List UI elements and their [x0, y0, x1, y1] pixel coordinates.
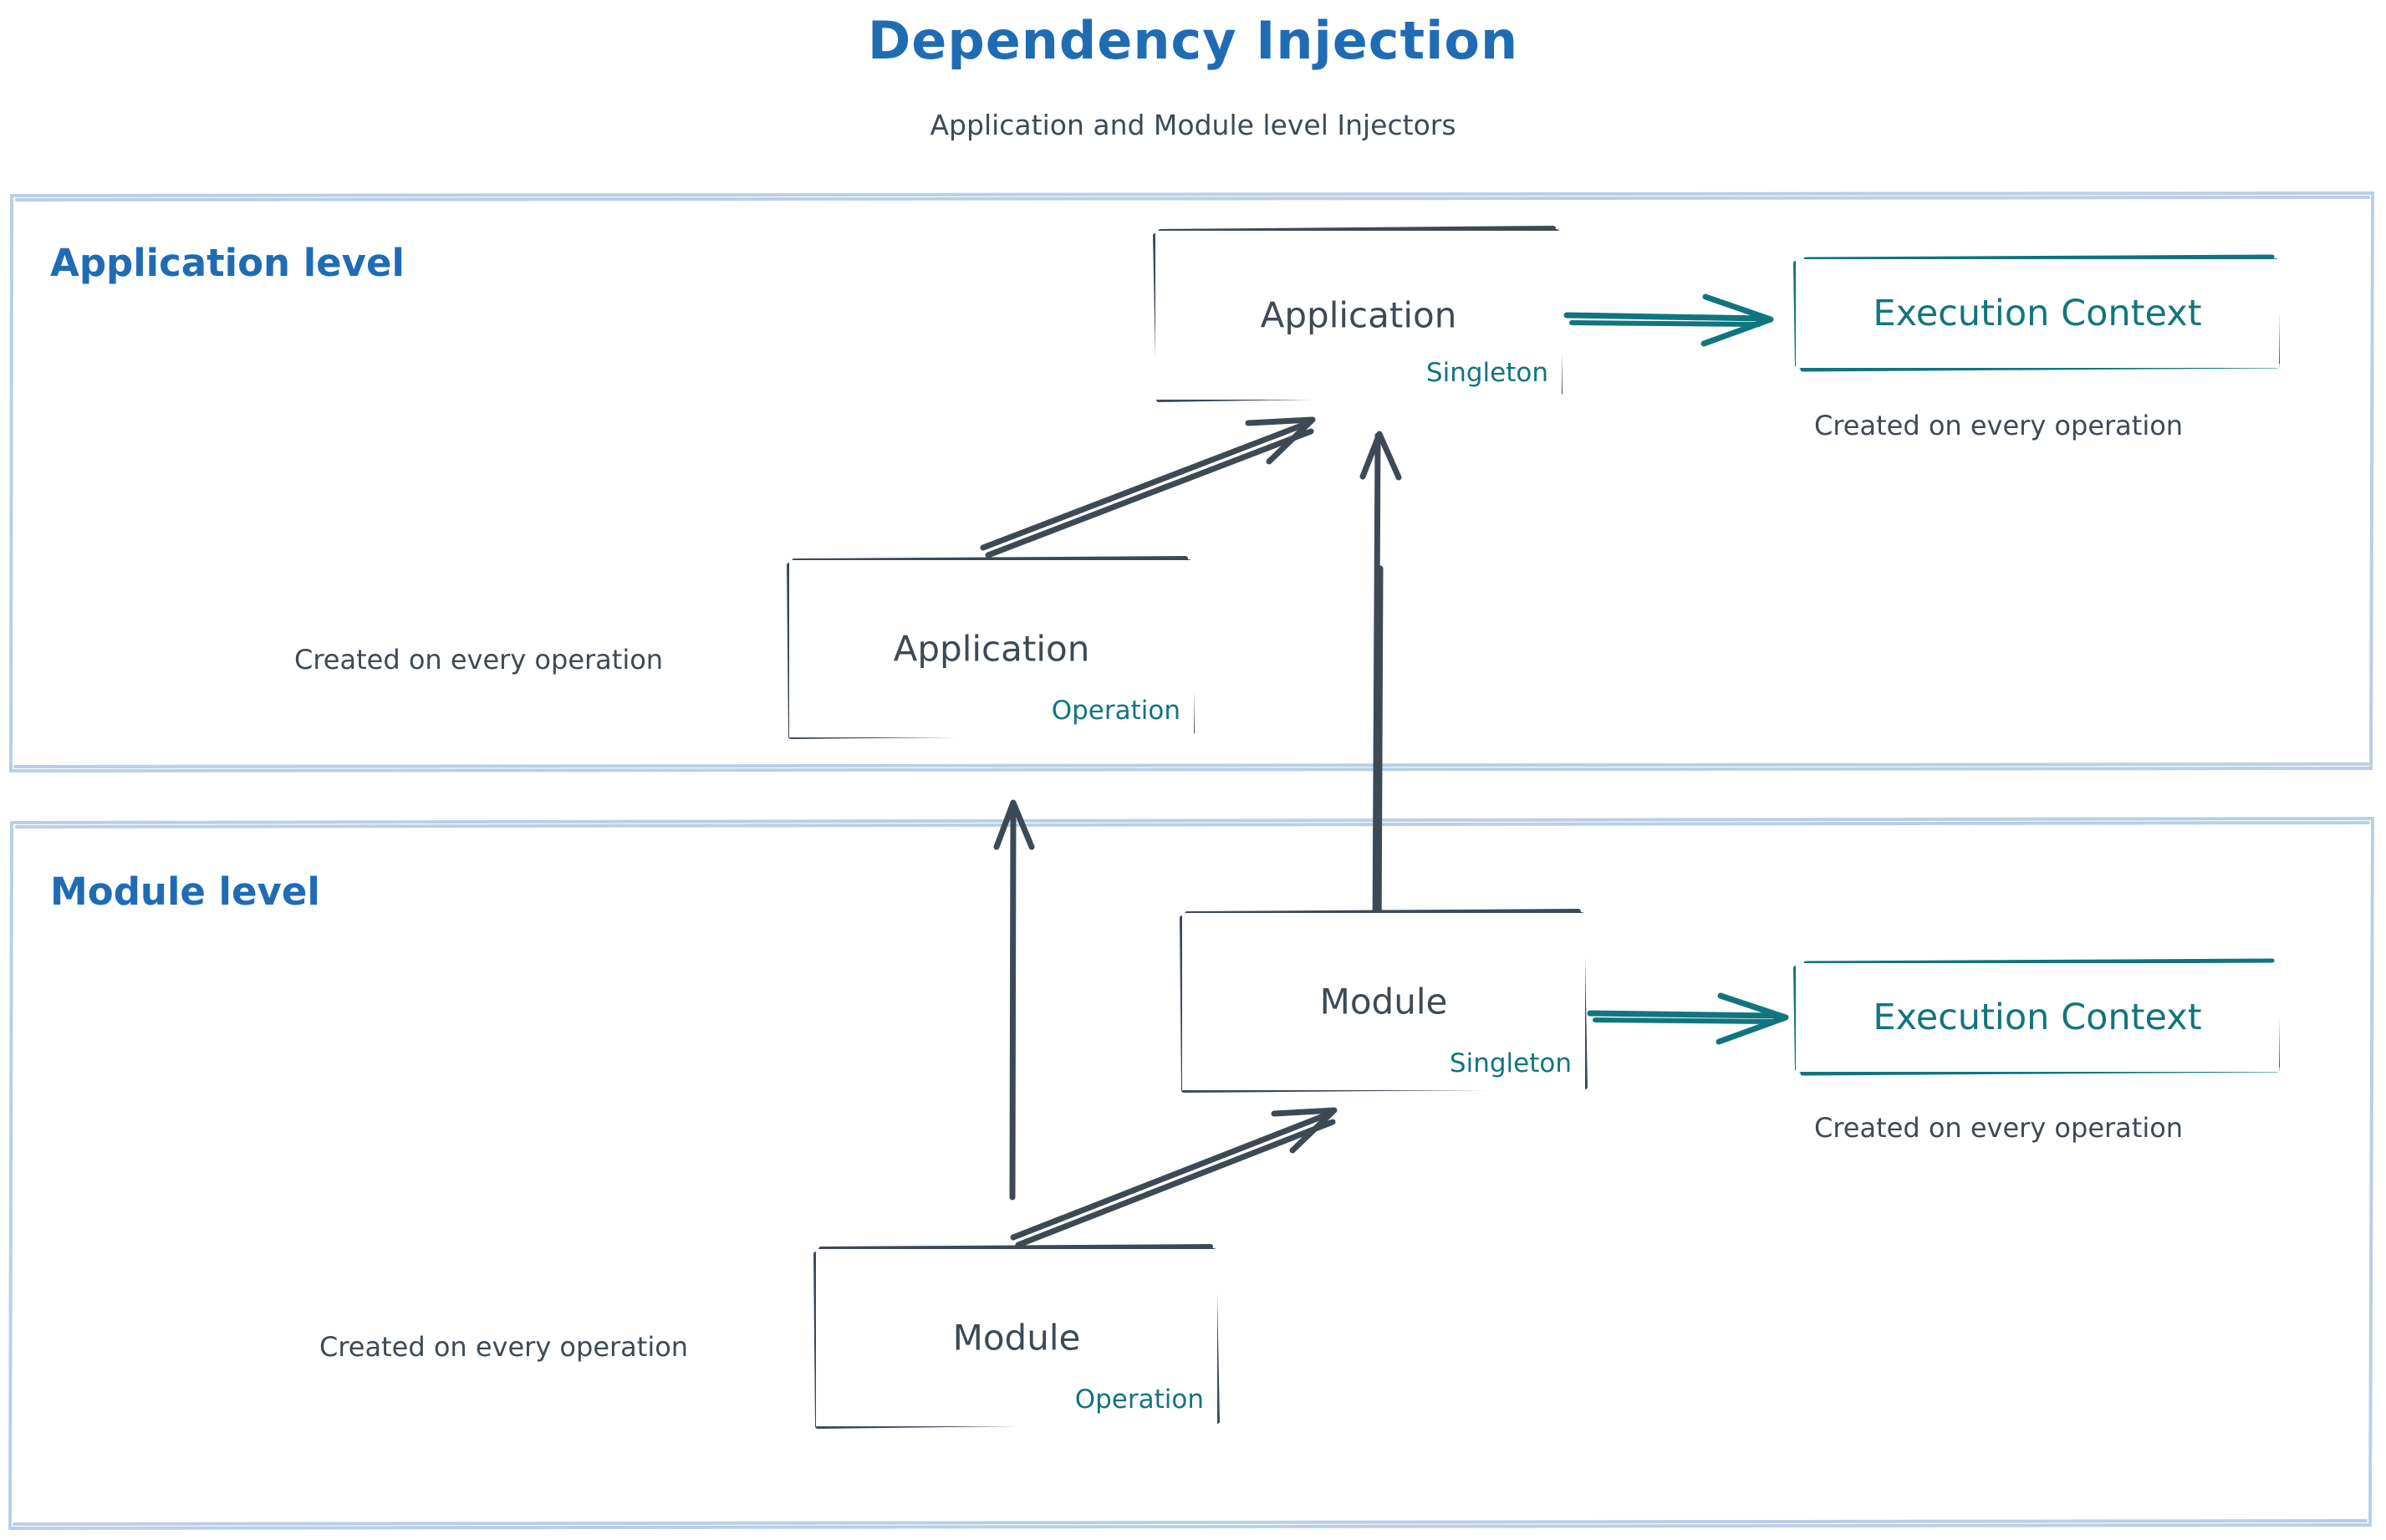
node-application-operation[interactable]: Application Operation [789, 560, 1194, 737]
caption-execution-context-application: Created on every operation [1814, 410, 2184, 441]
node-module-singleton[interactable]: Module Singleton [1182, 913, 1585, 1090]
node-execution-context-module[interactable]: Execution Context [1796, 963, 2279, 1072]
node-title: Execution Context [1873, 997, 2202, 1038]
node-title: Application [893, 628, 1090, 670]
node-module-operation[interactable]: Module Operation [816, 1249, 1217, 1426]
section-label-module-level: Module level [50, 869, 320, 914]
arrow-module-singleton-to-application-singleton [1359, 431, 1402, 951]
node-scope-badge: Singleton [1425, 358, 1548, 388]
page-title: Dependency Injection [867, 10, 1519, 71]
caption-application-operation: Created on every operation [294, 644, 664, 676]
caption-execution-context-module: Created on every operation [1814, 1112, 2184, 1144]
arrow-application-to-execution-context [1563, 293, 1774, 347]
node-scope-badge: Operation [1074, 1384, 1204, 1415]
node-title: Module [1319, 981, 1448, 1022]
arrow-application-operation-to-application-singleton [980, 416, 1316, 558]
caption-module-operation: Created on every operation [319, 1331, 689, 1363]
node-execution-context-application[interactable]: Execution Context [1796, 259, 2279, 368]
section-frame-module [8, 816, 2375, 1531]
node-title: Execution Context [1873, 293, 2202, 334]
page-subtitle: Application and Module level Injectors [930, 109, 1456, 141]
arrow-module-operation-to-application-level [993, 799, 1035, 1201]
section-frame-application [8, 191, 2375, 773]
node-scope-badge: Operation [1051, 696, 1180, 726]
node-title: Module [952, 1317, 1081, 1359]
node-application-singleton[interactable]: Application Singleton [1155, 231, 1562, 400]
arrow-module-to-execution-context [1587, 992, 1789, 1045]
arrow-module-operation-to-module-singleton [1010, 1107, 1338, 1248]
section-label-application-level: Application level [50, 241, 405, 285]
node-scope-badge: Singleton [1449, 1048, 1572, 1079]
node-title: Application [1260, 294, 1457, 336]
